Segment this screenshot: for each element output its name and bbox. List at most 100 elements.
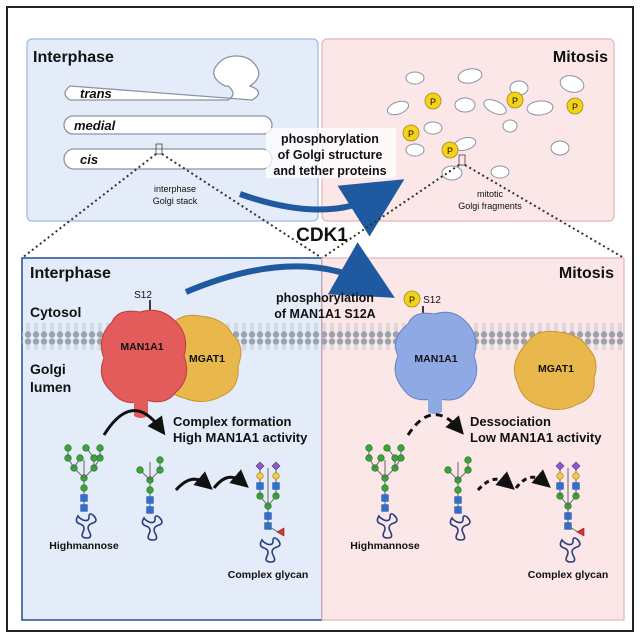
s12-label-right: S12 bbox=[423, 295, 441, 306]
cis-label: cis bbox=[80, 152, 98, 167]
mitotic-caption-1: mitotic bbox=[477, 189, 504, 199]
svg-text:P: P bbox=[447, 146, 453, 156]
mannose-residue bbox=[444, 466, 452, 474]
state-left-2: High MAN1A1 activity bbox=[173, 430, 308, 445]
mannose-residue bbox=[146, 486, 154, 494]
mannose-residue bbox=[96, 444, 104, 452]
state-right-2: Low MAN1A1 activity bbox=[470, 430, 602, 445]
bottom-right-panel: Mitosis P S12 MAN1A1 MGAT1 Dessociation … bbox=[321, 257, 625, 621]
svg-text:P: P bbox=[512, 96, 518, 106]
glcnac-residue bbox=[256, 482, 264, 490]
mgat1-label-left: MGAT1 bbox=[189, 353, 225, 365]
protein-backbone bbox=[376, 513, 398, 539]
glcnac-residue bbox=[454, 496, 462, 504]
fucose-residue bbox=[276, 527, 285, 537]
mannose-residue bbox=[377, 454, 385, 462]
bottom-right-title: Mitosis bbox=[559, 265, 614, 282]
top-left-title: Interphase bbox=[33, 49, 114, 66]
protein-backbone bbox=[141, 515, 163, 541]
highmannose-label-left: Highmannose bbox=[49, 540, 119, 552]
complex-glycan-label-right: Complex glycan bbox=[528, 569, 609, 581]
mannose-residue bbox=[136, 466, 144, 474]
svg-text:P: P bbox=[572, 102, 578, 112]
glcnac-residue bbox=[556, 482, 564, 490]
bottom-right-panel-bg bbox=[321, 257, 625, 621]
mannose-residue bbox=[365, 444, 373, 452]
medial-label: medial bbox=[74, 118, 116, 133]
mannose-residue bbox=[454, 486, 462, 494]
svg-text:P: P bbox=[409, 295, 415, 305]
complex-glycan-label-left: Complex glycan bbox=[228, 569, 309, 581]
phospho-s12 bbox=[403, 290, 421, 308]
mannose-residue bbox=[381, 484, 389, 492]
glcnac-residue bbox=[272, 482, 280, 490]
fucose-residue bbox=[576, 527, 585, 537]
galactose-residue bbox=[572, 472, 580, 480]
glcnac-residue bbox=[80, 494, 88, 502]
highmannose-label-right: Highmannose bbox=[350, 540, 420, 552]
mannose-residue bbox=[76, 454, 84, 462]
mannose-residue bbox=[80, 484, 88, 492]
fragment-zoom-box bbox=[458, 154, 466, 166]
glycan-structures bbox=[64, 444, 585, 563]
mgat1-separated-blob bbox=[513, 330, 597, 410]
top-arrow-line3: and tether proteins bbox=[273, 164, 386, 178]
glcnac-residue bbox=[80, 504, 88, 512]
bottom-left-title: Interphase bbox=[30, 265, 111, 282]
mitotic-caption-2: Golgi fragments bbox=[458, 201, 522, 211]
svg-text:P: P bbox=[408, 129, 414, 139]
glcnac-residue bbox=[381, 494, 389, 502]
sialic-acid-residue bbox=[255, 461, 265, 471]
bottom-phosphorylation-arrow: phosphorylation of MAN1A1 S12A bbox=[184, 242, 395, 321]
protein-backbone bbox=[449, 515, 471, 541]
trans-label: trans bbox=[80, 86, 112, 101]
cytosol-label: Cytosol bbox=[30, 304, 81, 320]
state-right-1: Dessociation bbox=[470, 414, 551, 429]
golgi-cisterna-medial bbox=[63, 115, 273, 135]
galactose-residue bbox=[256, 472, 264, 480]
man1a1-label-left: MAN1A1 bbox=[120, 341, 163, 353]
mannose-residue bbox=[156, 456, 164, 464]
top-arrow-line2: of Golgi structure bbox=[278, 148, 383, 162]
mannose-residue bbox=[383, 444, 391, 452]
protein-backbone bbox=[75, 513, 97, 539]
golgi-stack bbox=[63, 55, 273, 170]
glcnac-residue bbox=[381, 504, 389, 512]
mannose-residue bbox=[464, 456, 472, 464]
interphase-caption-2: Golgi stack bbox=[153, 196, 198, 206]
kinase-label: CDK1 bbox=[296, 225, 348, 246]
glcnac-residue bbox=[264, 512, 272, 520]
glcnac-residue bbox=[572, 482, 580, 490]
sialic-acid-residue bbox=[571, 461, 581, 471]
sialic-acid-residue bbox=[271, 461, 281, 471]
glycan-conversion-arrows bbox=[174, 469, 551, 492]
golgi-cisterna-trans bbox=[64, 55, 260, 101]
sialic-acid-residue bbox=[555, 461, 565, 471]
mgat1-label-right: MGAT1 bbox=[538, 363, 574, 375]
activity-arrow-left bbox=[102, 409, 166, 436]
svg-text:P: P bbox=[430, 97, 436, 107]
golgi-zoom-box bbox=[155, 143, 163, 155]
top-right-title: Mitosis bbox=[553, 49, 608, 66]
protein-backbone bbox=[559, 537, 581, 563]
man1a1-active-blob bbox=[100, 309, 188, 404]
galactose-residue bbox=[272, 472, 280, 480]
galactose-residue bbox=[556, 472, 564, 480]
lumen-label: lumen bbox=[30, 379, 71, 395]
glcnac-residue bbox=[146, 496, 154, 504]
top-phosphorylation-arrow: phosphorylation of Golgi structure and t… bbox=[238, 128, 405, 237]
zoom-lines bbox=[21, 153, 625, 259]
bottom-arrow-line2: of MAN1A1 S12A bbox=[274, 307, 375, 321]
s12-label-left: S12 bbox=[134, 290, 152, 301]
top-left-panel: Interphase trans medial cis interphase G… bbox=[26, 38, 319, 222]
glcnac-residue bbox=[564, 512, 572, 520]
phospho-markers-top: P P P P P bbox=[402, 91, 584, 159]
glcnac-residue bbox=[146, 506, 154, 514]
glcnac-residue bbox=[454, 506, 462, 514]
mannose-residue bbox=[397, 444, 405, 452]
bottom-left-panel: Interphase Cytosol Golgi lumen S12 MAN1A… bbox=[21, 257, 323, 621]
top-arrow-line1: phosphorylation bbox=[281, 132, 379, 146]
mannose-residue bbox=[64, 444, 72, 452]
bottom-arrow-line1: phosphorylation bbox=[276, 291, 374, 305]
